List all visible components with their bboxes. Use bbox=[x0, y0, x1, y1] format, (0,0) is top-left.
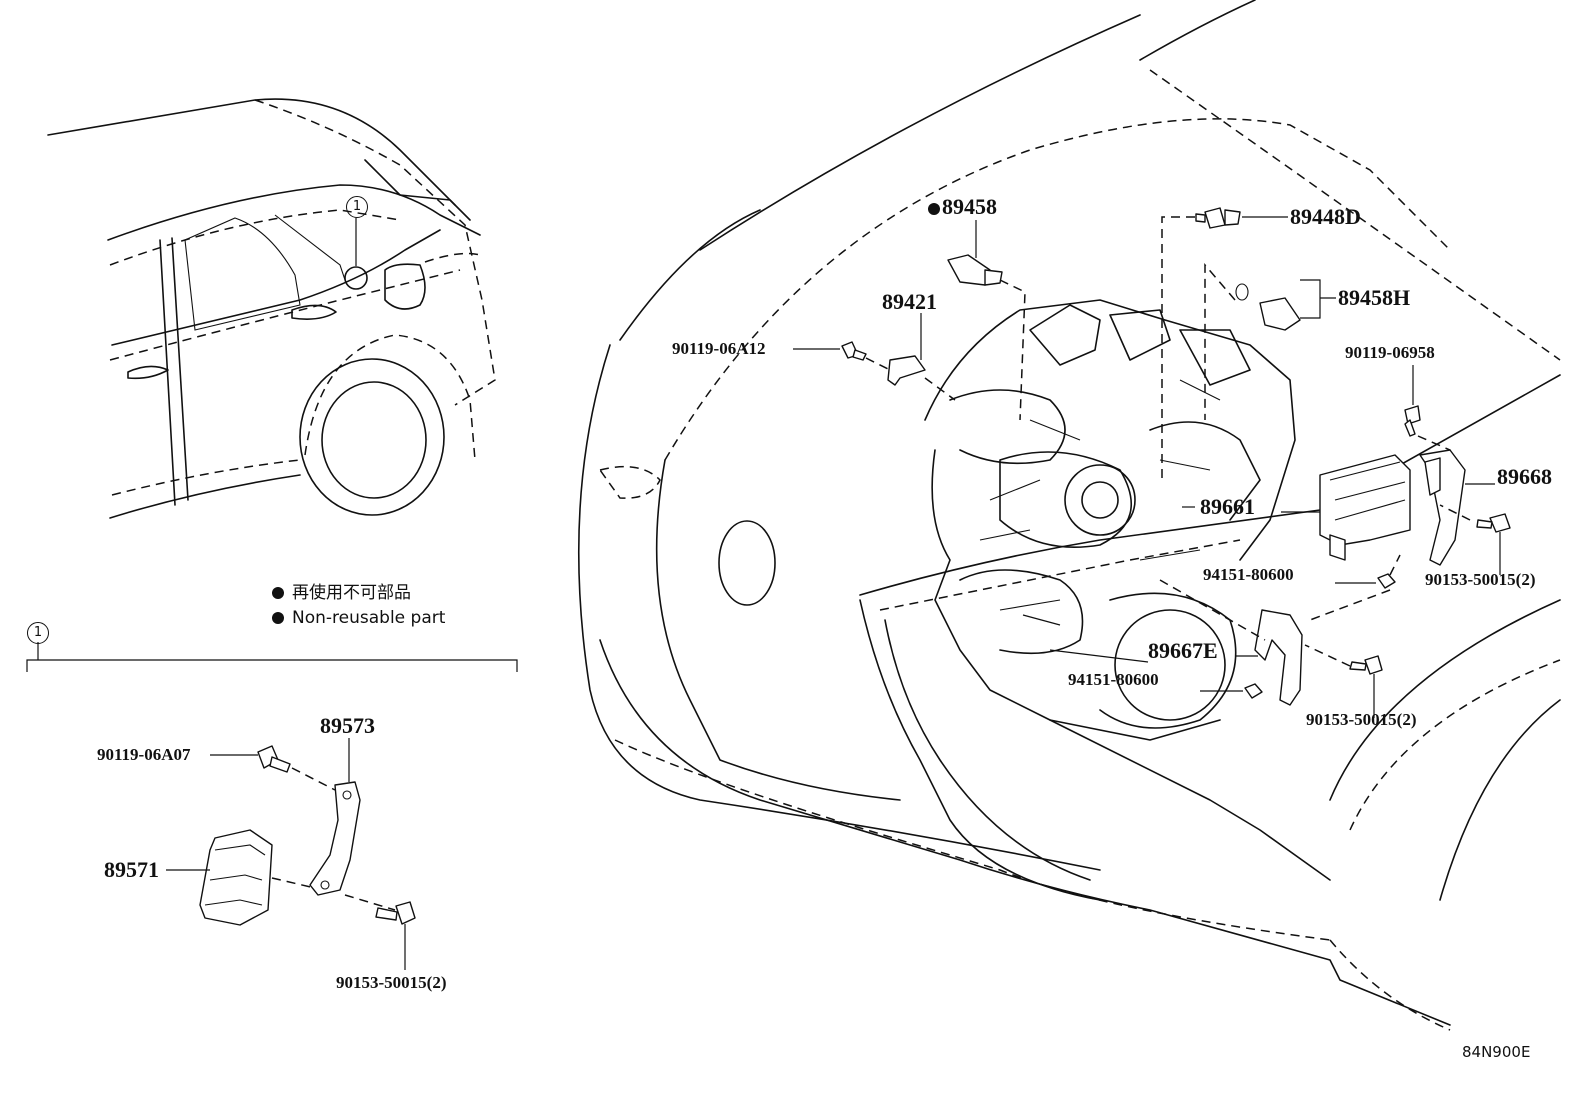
label-89573: 89573 bbox=[320, 713, 375, 738]
callout-marker-1: 1 bbox=[346, 196, 368, 218]
legend-jp: 再使用不可部品 bbox=[272, 585, 411, 602]
label-89668: 89668 bbox=[1497, 464, 1552, 489]
bullet-icon bbox=[272, 587, 284, 599]
label-89421: 89421 bbox=[882, 289, 937, 314]
engine-assembly bbox=[924, 299, 1296, 741]
legend-en: Non-reusable part bbox=[272, 610, 445, 627]
label-90153-50015-inset: 90153-50015(2) bbox=[336, 973, 447, 992]
label-90119-06A12: 90119-06A12 bbox=[672, 339, 766, 358]
inset-parts bbox=[166, 738, 416, 970]
inset-bracket-line bbox=[26, 659, 518, 672]
label-89458H: 89458H bbox=[1338, 285, 1411, 310]
label-89661: 89661 bbox=[1200, 494, 1255, 519]
label-94151-80600-upper: 94151-80600 bbox=[1203, 565, 1294, 584]
label-90153-50015-right: 90153-50015(2) bbox=[1425, 570, 1536, 589]
legend-en-text: Non-reusable part bbox=[292, 608, 446, 628]
diagram-code: 84N900E bbox=[1462, 1043, 1531, 1061]
bullet-icon bbox=[272, 612, 284, 624]
label-89458-text: 89458 bbox=[942, 194, 997, 219]
label-90119-06A07: 90119-06A07 bbox=[97, 745, 191, 764]
main-parts bbox=[793, 207, 1511, 718]
label-90119-06958: 90119-06958 bbox=[1345, 343, 1435, 362]
car-side-view bbox=[47, 98, 496, 519]
label-89448D: 89448D bbox=[1290, 204, 1361, 229]
label-89667E: 89667E bbox=[1148, 638, 1218, 663]
label-90153-50015-lower: 90153-50015(2) bbox=[1306, 710, 1417, 729]
front-body bbox=[577, 0, 1561, 1031]
label-89571: 89571 bbox=[104, 857, 159, 882]
label-89458: 89458 bbox=[928, 196, 997, 218]
inset-marker: 1 bbox=[27, 622, 49, 644]
non-reusable-bullet-icon bbox=[928, 203, 940, 215]
legend-jp-text: 再使用不可部品 bbox=[292, 583, 411, 603]
label-94151-80600-lower: 94151-80600 bbox=[1068, 670, 1159, 689]
